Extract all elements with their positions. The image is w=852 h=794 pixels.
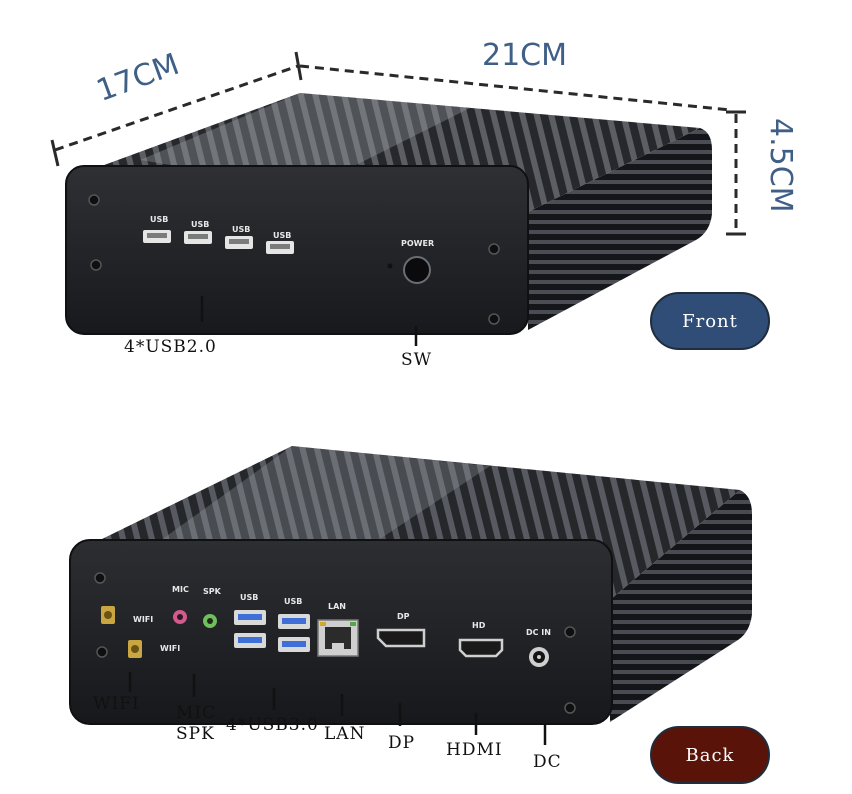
dc-callout-label: DC [533, 752, 562, 772]
height-dimension-label: 4.5CM [763, 118, 798, 213]
mic-callout-label: MIC [176, 703, 217, 723]
back-badge: Back [650, 726, 770, 784]
hdmi-port-icon [458, 638, 504, 658]
power-label: POWER [401, 239, 434, 248]
dc-in-port-label: DC IN [526, 628, 551, 637]
wifi-port-label: WIFI [133, 615, 153, 624]
displayport-icon [376, 628, 426, 648]
back-side-heatsink [610, 490, 752, 722]
usb2-callout-label: 4*USB2.0 [124, 337, 217, 357]
lan-callout-label: LAN [324, 724, 366, 744]
front-device-illustration: USB USB USB USB POWER [50, 51, 746, 346]
mic-port-label: MIC [172, 585, 189, 594]
spk-port-label: SPK [203, 587, 222, 596]
power-button-icon [403, 256, 431, 284]
wifi-callout-label: WIFI [93, 694, 140, 714]
usb-port-label: USB [273, 231, 291, 240]
dimension-lines [54, 64, 738, 232]
switch-callout-label: SW [401, 350, 433, 370]
dc-jack-icon [529, 647, 549, 667]
hdmi-callout-label: HDMI [446, 740, 503, 760]
spk-callout-label: SPK [176, 724, 215, 744]
usb3-ports [234, 610, 310, 652]
wifi-port-label: WIFI [160, 644, 180, 653]
usb-port-label: USB [150, 215, 168, 224]
front-usb-ports [143, 230, 294, 254]
lan-port-label: LAN [328, 602, 346, 611]
usb-port-label: USB [240, 593, 258, 602]
back-device-illustration: WIFI WIFI MIC SPK USB USB LAN DP HD DC I… [69, 446, 752, 745]
front-badge: Front [650, 292, 770, 350]
hd-port-label: HD [472, 621, 486, 630]
usb-port-label: USB [284, 597, 302, 606]
lan-port-icon [317, 619, 359, 657]
wifi-antenna-icon [101, 606, 142, 658]
front-side-heatsink [528, 128, 712, 330]
usb3-callout-label: 4*USB3.0 [226, 715, 319, 735]
front-panel [65, 165, 529, 335]
width-dimension-label: 21CM [482, 38, 568, 73]
usb-port-label: USB [191, 220, 209, 229]
usb-port-label: USB [232, 225, 250, 234]
dp-port-label: DP [397, 612, 410, 621]
dp-callout-label: DP [388, 733, 416, 753]
